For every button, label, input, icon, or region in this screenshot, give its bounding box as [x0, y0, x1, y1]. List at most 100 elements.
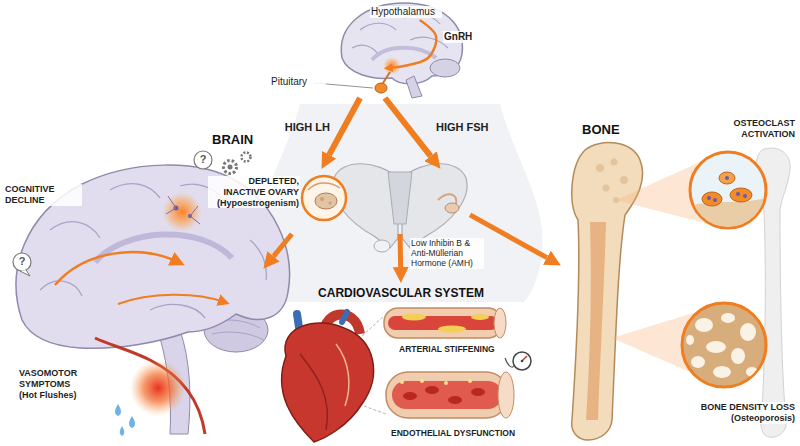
- bone: [682, 303, 766, 387]
- bone: [740, 323, 756, 341]
- brain: [55, 252, 178, 285]
- brain: [194, 151, 212, 169]
- effect-label: OSTEOCLAST ACTIVATION: [700, 118, 796, 140]
- dysfunctional-artery: [392, 381, 502, 409]
- ovary-inset: [302, 176, 346, 220]
- stiff-artery: [384, 308, 502, 338]
- bone: [603, 185, 610, 192]
- bone: [620, 176, 628, 184]
- head-brain: [406, 76, 422, 98]
- ovary-node: DEPLETED, INACTIVE OVARY (Hypoestrogenis…: [208, 168, 470, 234]
- dysfunctional-artery: [400, 380, 404, 384]
- brain: [95, 234, 232, 262]
- bone: [690, 198, 766, 230]
- body-silhouette: [257, 104, 542, 302]
- pelvis: [388, 172, 412, 224]
- head-brain: [383, 72, 390, 83]
- brain-system: BRAINCOGNITIVE DECLINEVASOMOTOR SYMPTOMS…: [2, 126, 264, 440]
- bone: [702, 192, 722, 206]
- brain: [16, 165, 289, 348]
- bone: [586, 222, 606, 420]
- signal-label: HIGH LH: [262, 121, 330, 134]
- ovary-inset: [302, 176, 346, 220]
- cardiovascular-system: CARDIOVASCULAR SYSTEM ARTERIAL STIFFENING…: [264, 282, 540, 442]
- bone: [731, 348, 745, 364]
- signal-arrow: [329, 98, 360, 155]
- brain: [95, 338, 205, 434]
- ovary-label: DEPLETED, INACTIVE OVARY (Hypoestrogenis…: [208, 176, 300, 208]
- ovary-inset: [308, 183, 340, 190]
- question-mark: ?: [16, 255, 28, 268]
- head-brain: [430, 59, 460, 77]
- brain: [228, 165, 233, 170]
- bone: [730, 188, 752, 202]
- dysfunctional-artery: [468, 379, 472, 383]
- brain: [224, 161, 237, 174]
- brain: [13, 253, 31, 271]
- brain: [20, 270, 30, 276]
- bone: [707, 196, 711, 200]
- system-heading: BRAIN: [212, 132, 262, 148]
- dysfunctional-artery: [498, 372, 514, 418]
- bone: [721, 313, 735, 323]
- signal-label: HIGH FSH: [436, 121, 506, 134]
- stiff-artery: [471, 314, 489, 320]
- heart: [336, 344, 349, 406]
- brain: [118, 295, 224, 304]
- brain: [242, 153, 251, 162]
- hypothalamus-region: Hypothalamus: [368, 4, 444, 20]
- head-brain: [315, 3, 462, 98]
- signal-arrow: [393, 20, 437, 68]
- heart: [282, 323, 374, 442]
- stiff-artery: [494, 308, 506, 338]
- pituitary-gland: Pituitary: [266, 70, 392, 98]
- effect-label: VASOMOTOR SYMPTOMS (Hot Flushes): [18, 368, 88, 400]
- signal-arrow: [470, 215, 547, 258]
- bone: [611, 159, 618, 166]
- region-label: Hypothalamus: [370, 6, 442, 18]
- brain: [40, 184, 266, 318]
- system-heading: CARDIOVASCULAR SYSTEM: [264, 286, 538, 300]
- dysfunctional-artery: [425, 386, 439, 394]
- bone: [743, 194, 747, 198]
- stiff-artery: [384, 308, 506, 338]
- brain: [166, 196, 200, 224]
- bone: [596, 164, 604, 172]
- bone: [725, 176, 729, 180]
- stiff-artery: [438, 326, 466, 333]
- dysfunctional-artery: [386, 372, 514, 418]
- head-brain: [341, 3, 462, 84]
- ovary-inset: [320, 197, 324, 201]
- signal-arrow: [274, 234, 292, 256]
- bone: [691, 356, 705, 368]
- brain: [129, 416, 135, 428]
- signal-label: GnRH: [443, 31, 483, 43]
- heart: [300, 354, 327, 430]
- dysfunctional-artery: [386, 372, 508, 418]
- bone: [719, 172, 735, 184]
- dysfunctional-artery: [471, 388, 485, 396]
- heart: [342, 312, 347, 322]
- signal-label: Low Inhibin B & Anti-Müllerian Hormone (…: [410, 238, 484, 269]
- bone: [746, 367, 758, 377]
- stiff-artery: [402, 314, 426, 321]
- bone: [706, 341, 726, 353]
- bone: [686, 335, 694, 345]
- effect-label: BONE DENSITY LOSS (Osteoporosis): [680, 402, 796, 424]
- blood-pressure-gauge: [505, 352, 531, 370]
- bone: [572, 143, 790, 440]
- effect-label: ARTERIAL STIFFENING: [398, 344, 510, 354]
- head-brain: [375, 83, 387, 93]
- heart: [362, 316, 386, 414]
- gland-label: Pituitary: [270, 76, 326, 88]
- ovary-inset: [328, 201, 331, 204]
- ovary-inset: [315, 193, 337, 209]
- brain: [120, 426, 125, 436]
- bone: [686, 313, 758, 378]
- effect-label: ENDOTHELIAL DYSFUNCTION: [390, 428, 530, 438]
- dysfunctional-artery: [448, 396, 462, 404]
